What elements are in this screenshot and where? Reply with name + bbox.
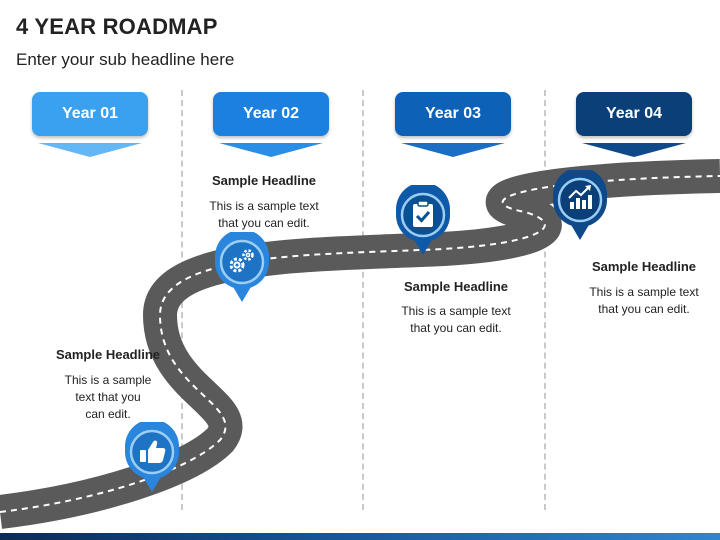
milestone-3-pin xyxy=(396,185,450,255)
milestone-4-headline: Sample Headline xyxy=(591,259,697,274)
gears-icon xyxy=(229,249,254,273)
milestone-2-pin xyxy=(215,232,269,302)
year-04-box: Year 04 xyxy=(576,92,692,136)
milestone-3-text: This is a sample text that you can edit. xyxy=(401,304,511,335)
milestone-4-pin xyxy=(553,170,607,240)
year-01-chevron xyxy=(38,143,142,157)
year-02-label: Year 02 xyxy=(242,105,300,122)
road-surface xyxy=(0,159,720,529)
milestone-3-headline: Sample Headline xyxy=(403,279,509,294)
column-divider-2 xyxy=(362,90,364,510)
milestone-1-pin xyxy=(125,422,179,492)
year-03-label: Year 03 xyxy=(424,105,482,122)
year-04-label: Year 04 xyxy=(605,105,663,122)
growth-chart-icon xyxy=(568,185,592,209)
year-03-box: Year 03 xyxy=(395,92,511,136)
milestone-1-headline: Sample Headline xyxy=(55,347,161,362)
year-01-label: Year 01 xyxy=(61,105,119,122)
thumbs-up-icon xyxy=(140,440,166,463)
milestone-2-text: This is a sample text that you can edit. xyxy=(209,199,319,230)
milestone-1-text: This is a sample text that you can edit. xyxy=(64,373,152,421)
page-subtitle: Enter your sub headline here xyxy=(16,50,235,69)
column-divider-3 xyxy=(544,90,546,510)
page-title: 4 YEAR ROADMAP xyxy=(16,14,218,39)
footer-accent-bar xyxy=(0,533,720,540)
year-01-box: Year 01 xyxy=(32,92,148,136)
clipboard-check-icon xyxy=(413,200,433,227)
year-02-chevron xyxy=(219,143,323,157)
milestone-2-headline: Sample Headline xyxy=(211,173,317,188)
year-04-chevron xyxy=(582,143,686,157)
year-03-chevron xyxy=(401,143,505,157)
milestone-4-text: This is a sample text that you can edit. xyxy=(589,285,699,316)
road-center-line xyxy=(0,175,720,513)
year-02-box: Year 02 xyxy=(213,92,329,136)
